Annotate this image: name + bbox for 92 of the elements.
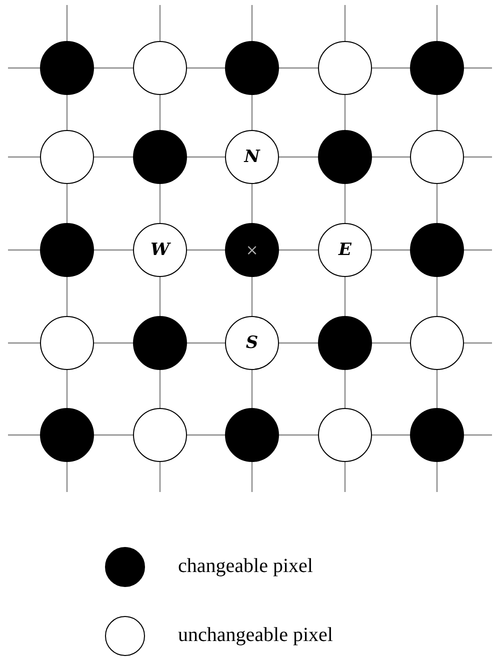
open-circle xyxy=(318,41,372,95)
filled-circle xyxy=(40,408,94,462)
grid-line xyxy=(279,434,318,436)
grid-line xyxy=(436,184,438,223)
grid-line xyxy=(372,156,410,158)
grid-line xyxy=(279,342,318,344)
grid-line xyxy=(344,462,346,492)
grid-line xyxy=(372,67,410,69)
open-circle xyxy=(40,316,94,370)
node-label: W xyxy=(150,242,170,258)
grid-line xyxy=(66,5,68,41)
legend-label: changeable pixel xyxy=(178,556,313,576)
grid-line xyxy=(344,277,346,316)
open-circle xyxy=(40,130,94,184)
grid-line xyxy=(94,434,133,436)
grid-line xyxy=(187,156,225,158)
grid-line xyxy=(372,342,410,344)
grid-line xyxy=(279,156,318,158)
grid-line xyxy=(436,462,438,492)
filled-circle xyxy=(40,223,94,277)
grid-line xyxy=(94,249,133,251)
grid-line xyxy=(436,95,438,130)
open-circle xyxy=(410,130,464,184)
filled-circle xyxy=(410,41,464,95)
node-label: N xyxy=(244,148,260,166)
filled-circle xyxy=(133,316,187,370)
grid-line xyxy=(8,342,40,344)
grid-line xyxy=(94,67,133,69)
node-label: × xyxy=(246,242,258,258)
grid-line xyxy=(464,342,492,344)
grid-line xyxy=(464,434,492,436)
grid-line xyxy=(159,95,161,130)
grid-line xyxy=(279,67,318,69)
grid-line xyxy=(94,156,133,158)
grid-line xyxy=(251,462,253,492)
grid-line xyxy=(436,277,438,316)
grid-line xyxy=(251,370,253,408)
open-circle xyxy=(225,316,279,370)
grid-line xyxy=(159,277,161,316)
grid-line xyxy=(94,342,133,344)
filled-circle xyxy=(410,223,464,277)
grid-line xyxy=(344,5,346,41)
grid-line xyxy=(251,184,253,223)
grid-line xyxy=(279,249,318,251)
grid-line xyxy=(344,95,346,130)
grid-line xyxy=(8,434,40,436)
grid-line xyxy=(159,184,161,223)
open-circle xyxy=(318,408,372,462)
legend-label: unchangeable pixel xyxy=(178,625,333,645)
grid-line xyxy=(66,462,68,492)
grid-line xyxy=(159,5,161,41)
filled-circle xyxy=(410,408,464,462)
open-circle xyxy=(133,223,187,277)
grid-line xyxy=(464,249,492,251)
grid-line xyxy=(159,462,161,492)
grid-line xyxy=(251,277,253,316)
filled-circle xyxy=(318,130,372,184)
grid-line xyxy=(187,249,225,251)
grid-line xyxy=(8,156,40,158)
grid-line xyxy=(8,67,40,69)
grid-line xyxy=(372,434,410,436)
grid-line xyxy=(464,67,492,69)
grid-line xyxy=(66,370,68,408)
grid-line xyxy=(187,67,225,69)
grid-line xyxy=(436,370,438,408)
filled-circle xyxy=(40,41,94,95)
grid-line xyxy=(344,184,346,223)
grid-line xyxy=(344,370,346,408)
open-circle xyxy=(225,130,279,184)
open-circle xyxy=(318,223,372,277)
grid-line xyxy=(251,95,253,130)
filled-circle xyxy=(133,130,187,184)
node-label: E xyxy=(338,242,352,258)
grid-line xyxy=(66,95,68,130)
grid-line xyxy=(187,434,225,436)
grid-line xyxy=(251,5,253,41)
node-label: S xyxy=(246,334,258,352)
filled-circle xyxy=(318,316,372,370)
filled-circle xyxy=(225,408,279,462)
open-circle xyxy=(133,408,187,462)
filled-circle xyxy=(225,223,279,277)
grid-line xyxy=(436,5,438,41)
grid-line xyxy=(159,370,161,408)
grid-line xyxy=(464,156,492,158)
filled-circle xyxy=(225,41,279,95)
open-circle xyxy=(410,316,464,370)
grid-line xyxy=(187,342,225,344)
grid-line xyxy=(372,249,410,251)
grid-line xyxy=(66,184,68,223)
grid-line xyxy=(66,277,68,316)
grid-line xyxy=(8,249,40,251)
open-circle xyxy=(133,41,187,95)
